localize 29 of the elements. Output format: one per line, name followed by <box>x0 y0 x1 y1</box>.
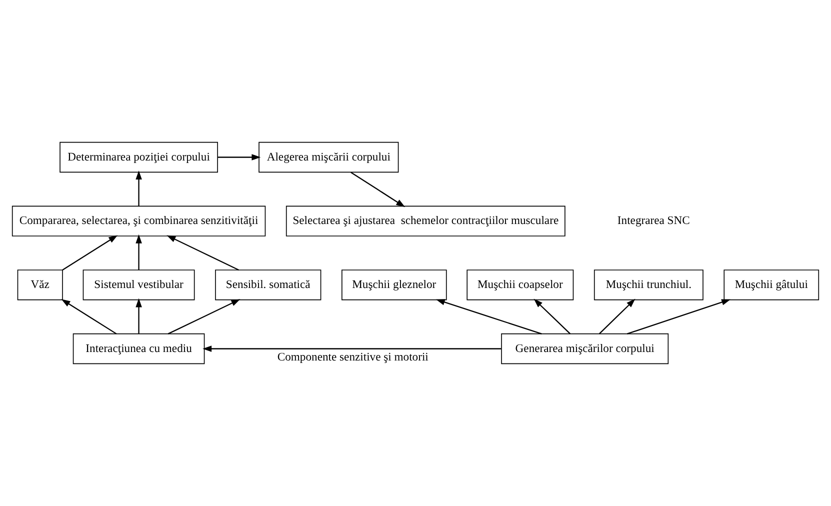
arrow <box>350 172 406 208</box>
arrow <box>627 299 731 334</box>
arrow <box>136 234 142 270</box>
arrow <box>534 298 571 334</box>
arrow <box>61 299 117 334</box>
node-box: Generarea mişcărilor corpului <box>501 333 669 364</box>
label: Integrarea SNC <box>617 214 690 228</box>
node-box: Compararea, selectarea, şi combinarea senzitivităţii <box>12 206 266 236</box>
node-box: Interacţiunea cu mediu <box>72 333 205 364</box>
node-box: Sistemul vestibular <box>82 270 195 300</box>
arrow <box>598 298 636 334</box>
arrow <box>202 346 502 352</box>
arrow <box>62 235 118 270</box>
node-box: Muşchii gleznelor <box>342 270 447 300</box>
node-box: Muşchii coapselor <box>466 270 574 300</box>
arrow <box>436 299 542 334</box>
arrow <box>218 154 261 160</box>
node-box: Muşchii trunchiul. <box>594 270 704 300</box>
node-box: Văz <box>17 270 63 300</box>
node-box: Muşchii gâtului <box>724 270 820 300</box>
node-box: Determinarea poziţiei corpului <box>60 142 218 173</box>
arrow <box>136 298 142 334</box>
node-box: Alegerea mişcării corpului <box>258 142 399 173</box>
node-box: Selectarea şi ajustarea schemelor contracţiilor musculare <box>286 206 566 236</box>
arrow <box>166 235 240 270</box>
edge-label: Componente senzitive şi motorii <box>277 350 428 364</box>
arrow <box>136 170 142 206</box>
node-box: Sensibil. somatică <box>215 270 322 300</box>
arrow <box>168 299 240 334</box>
